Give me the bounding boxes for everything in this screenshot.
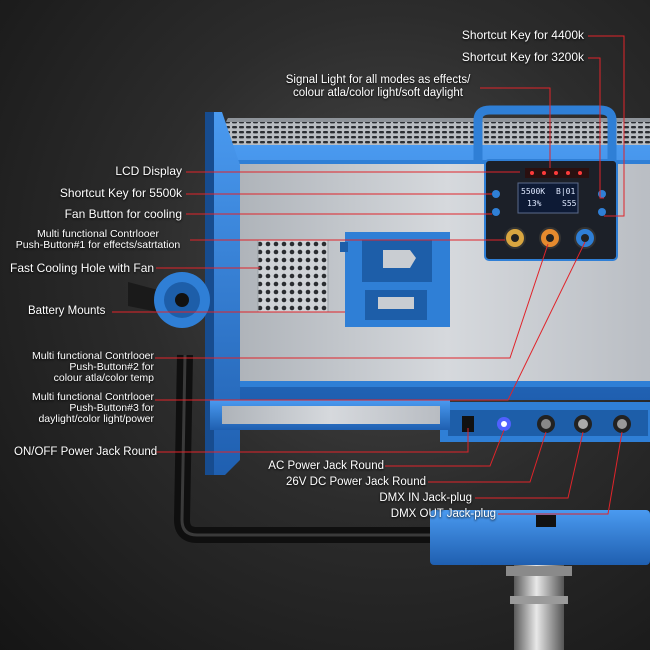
label-shortcut-5500k: Shortcut Key for 5500k bbox=[59, 186, 182, 200]
label-dmx-in: DMX IN Jack-plug bbox=[379, 492, 472, 504]
lcd-channel: B|01 bbox=[556, 187, 576, 196]
leader-signal bbox=[480, 87, 551, 168]
tilt-handle bbox=[128, 282, 158, 312]
leader-dmx-out bbox=[498, 431, 623, 515]
leader-controller2 bbox=[155, 243, 549, 359]
leader-3200k bbox=[588, 57, 604, 199]
lcd-cct: 5500K bbox=[521, 187, 546, 196]
yoke-slider bbox=[430, 510, 650, 565]
label-battery-mounts: Battery Mounts bbox=[28, 305, 106, 317]
button-fan bbox=[492, 208, 500, 216]
label-controller-2: Multi functional Contrlooer Push-Button#… bbox=[32, 350, 154, 384]
button-3200k bbox=[598, 190, 606, 198]
label-shortcut-3200k: Shortcut Key for 3200k bbox=[461, 50, 584, 64]
button-4400k bbox=[598, 208, 606, 216]
leader-4400k bbox=[588, 35, 625, 217]
leader-dc bbox=[428, 431, 547, 483]
label-ac-power: AC Power Jack Round bbox=[268, 460, 384, 472]
label-controller-1: Multi functional Contrlooer Push-Button#… bbox=[15, 228, 181, 251]
power-switch bbox=[462, 416, 474, 432]
label-fan-button: Fan Button for cooling bbox=[64, 207, 182, 221]
leader-controller3 bbox=[155, 241, 586, 401]
leader-ac bbox=[385, 429, 505, 467]
label-shortcut-4400k: Shortcut Key for 4400k bbox=[461, 28, 584, 42]
label-lcd-display: LCD Display bbox=[115, 164, 182, 178]
label-controller-3: Multi functional Contrlooer Push-Button#… bbox=[32, 391, 154, 425]
label-dmx-out: DMX OUT Jack-plug bbox=[390, 508, 496, 520]
label-signal-light: Signal Light for all modes as effects/ c… bbox=[285, 74, 471, 99]
cooling-hole bbox=[257, 239, 329, 313]
label-dc-power: 26V DC Power Jack Round bbox=[286, 476, 426, 488]
lcd-intensity: 13% bbox=[527, 199, 542, 208]
carry-handle bbox=[473, 105, 617, 160]
top-grill bbox=[212, 118, 650, 150]
button-5500k bbox=[492, 190, 500, 198]
label-fast-cooling: Fast Cooling Hole with Fan bbox=[10, 261, 155, 275]
leader-lines bbox=[112, 35, 625, 515]
lcd-status: S55 bbox=[562, 199, 577, 208]
label-power-switch: ON/OFF Power Jack Round bbox=[14, 446, 158, 458]
leader-dmx-in bbox=[475, 431, 584, 499]
leader-power bbox=[155, 428, 469, 453]
